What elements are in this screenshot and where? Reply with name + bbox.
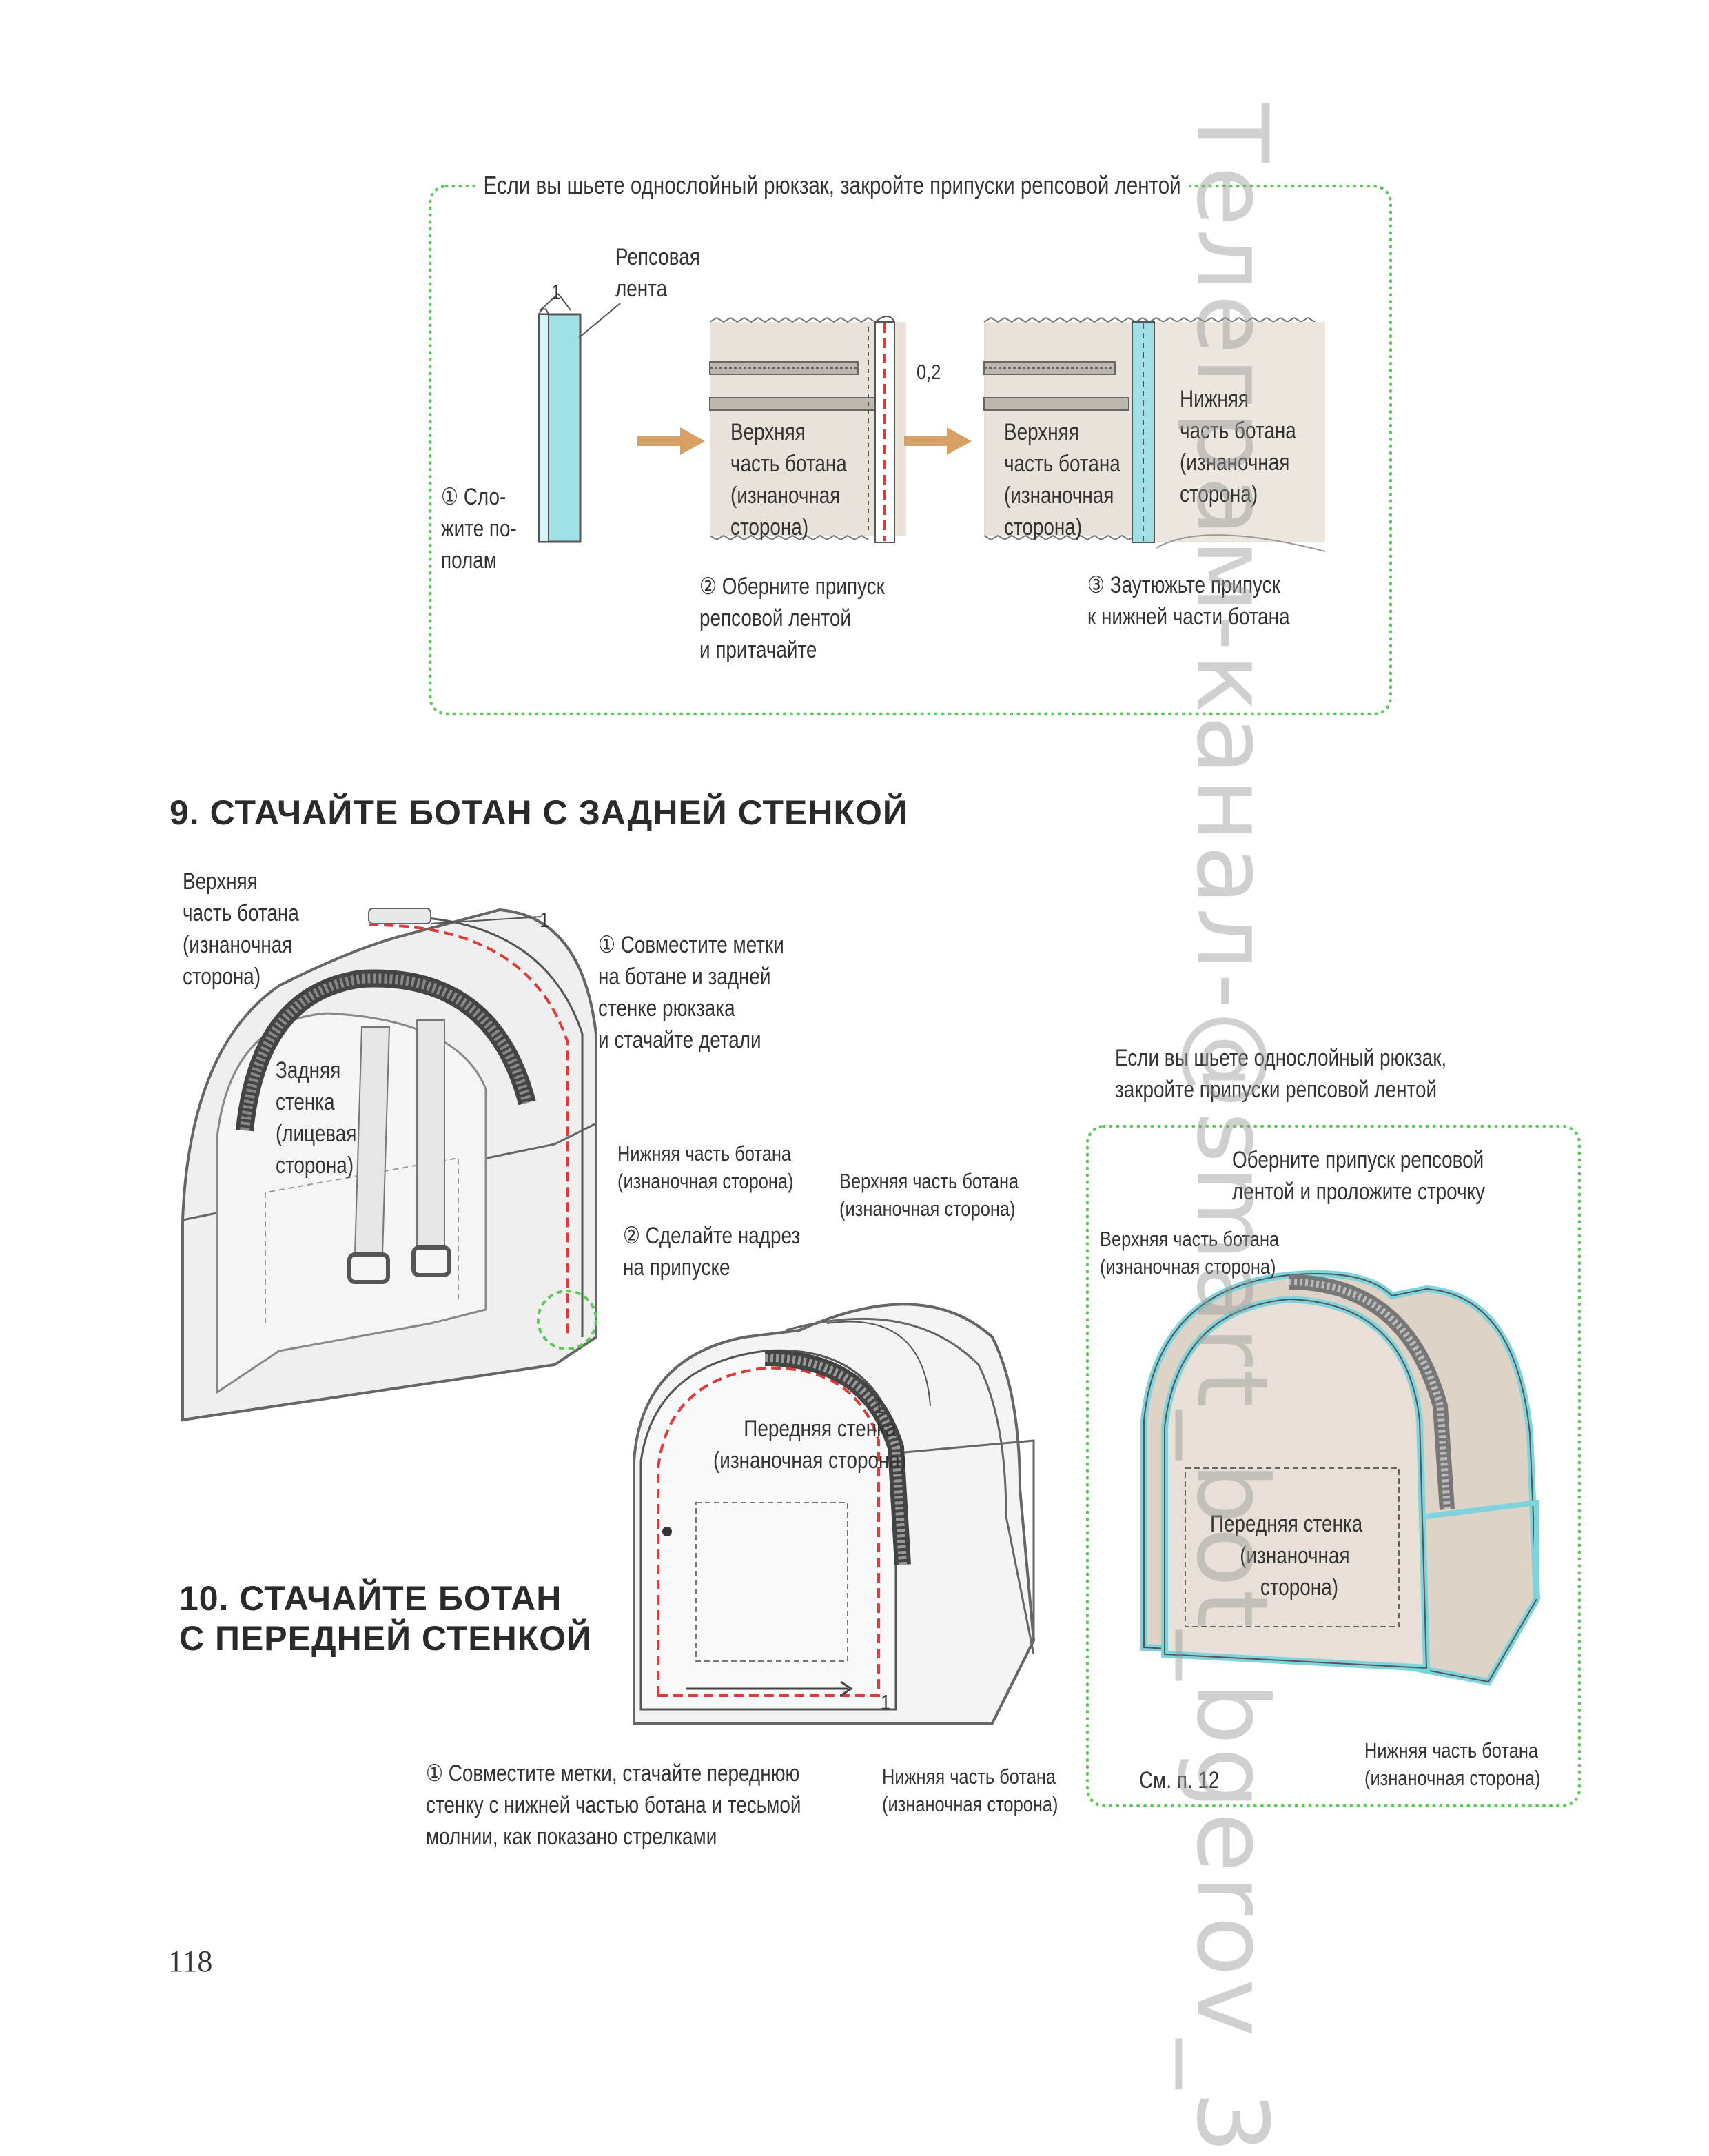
tape-leader-line	[572, 296, 627, 345]
arrow-right-icon	[637, 426, 706, 456]
backpack-front-wall-figure	[620, 1254, 1075, 1751]
arrow-right-icon	[904, 426, 973, 456]
tape-width-dim: 1	[551, 278, 561, 306]
section10-lower-gusset-label: Нижняя часть ботана(изнаночная сторона)	[882, 1763, 1058, 1818]
front-wall-label: Передняя стенка(изнаночная сторона)	[713, 1413, 906, 1476]
section9-lower-gusset-label: Нижняя часть ботана(изнаночная сторона)	[617, 1140, 793, 1195]
side-box-lower-gusset-label: Нижняя часть ботана(изнаночная сторона)	[1364, 1737, 1540, 1792]
page-number: 118	[168, 1944, 212, 1979]
seam-width-dim: 0,2	[917, 358, 941, 386]
section9-dim: 1	[540, 906, 549, 934]
section10-upper-gusset-label: Верхняя часть ботана(изнаночная сторона)	[839, 1168, 1019, 1223]
section-9-heading: 9. СТАЧАЙТЕ БОТАН С ЗАДНЕЙ СТЕНКОЙ	[170, 793, 908, 833]
watermark: Телеграм-канал-@smart_bot_bgerov_3	[1185, 103, 1289, 2102]
tape-box-title: Если вы шьете однослойный рюкзак, закрой…	[475, 170, 1189, 201]
section10-dim-bottom: 1	[881, 1689, 890, 1716]
step1-fold-label: ① Сло-жите по-полам	[441, 481, 517, 576]
